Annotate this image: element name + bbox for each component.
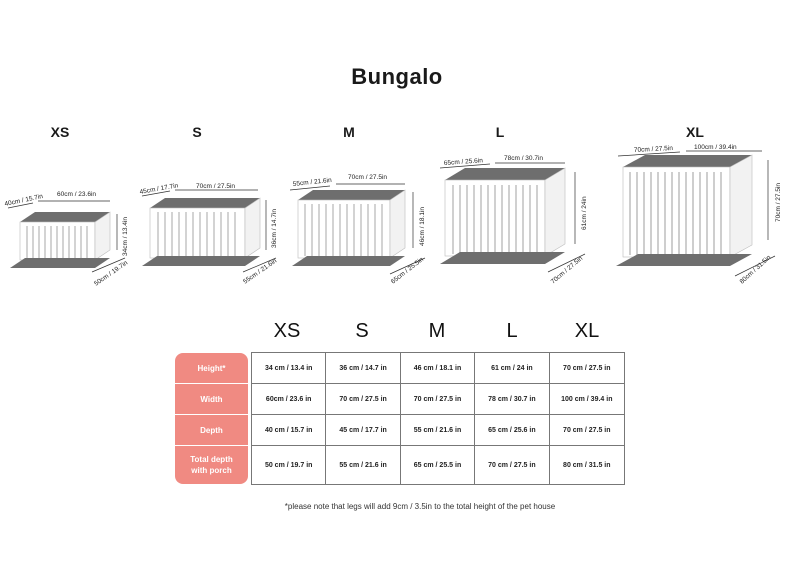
dim-xs-height: 34cm / 13.4in xyxy=(122,217,129,256)
table-cell: 34 cm / 13.4 in xyxy=(252,353,327,384)
col-head-s: S xyxy=(355,320,369,342)
table-cell: 55 cm / 21.6 in xyxy=(400,415,476,446)
bars-l xyxy=(452,185,538,254)
row-label-total-depth-line1: Total depth xyxy=(190,455,233,464)
dim-s-height: 36cm / 14.7in xyxy=(271,209,278,248)
row-label-total-depth-line2: with porch xyxy=(191,466,232,475)
dim-l-height: 61cm / 24in xyxy=(581,196,588,230)
table-cell: 70 cm / 27.5 in xyxy=(400,384,476,415)
dim-xs-width: 60cm / 23.6in xyxy=(57,191,96,198)
col-head-xs: XS xyxy=(273,320,301,342)
house-xs: 40cm / 15.7in 60cm / 23.6in 34cm / 13.4i… xyxy=(4,191,129,288)
house-xl: 70cm / 27.5in 100cm / 39.4in 70cm / 27.5… xyxy=(616,144,782,285)
table-cell: 55 cm / 21.6 in xyxy=(326,446,401,484)
size-table: 34 cm / 13.4 in 36 cm / 14.7 in 46 cm / … xyxy=(251,352,625,485)
table-cell: 40 cm / 15.7 in xyxy=(252,415,327,446)
dim-l-depth: 65cm / 25.6in xyxy=(444,157,484,167)
bars-s xyxy=(157,212,236,256)
house-s: 45cm / 17.7in 70cm / 27.5in 36cm / 14.7i… xyxy=(139,182,278,285)
table-cell: 45 cm / 17.7 in xyxy=(326,415,401,446)
house-l: 65cm / 25.6in 78cm / 30.7in 61cm / 24in … xyxy=(439,155,588,286)
size-label-s: S xyxy=(192,124,202,140)
table-cell: 100 cm / 39.4 in xyxy=(549,384,624,415)
row-label-height: Height* xyxy=(175,353,248,383)
table-cell: 36 cm / 14.7 in xyxy=(326,353,401,384)
bars-xl xyxy=(629,172,722,255)
table-cell: 70 cm / 27.5 in xyxy=(549,415,624,446)
table-cell: 65 cm / 25.6 in xyxy=(475,415,550,446)
house-diagrams: 40cm / 15.7in 60cm / 23.6in 34cm / 13.4i… xyxy=(4,144,782,288)
dim-l-porch: 70cm / 27.5in xyxy=(550,255,585,286)
size-label-xl: XL xyxy=(686,124,704,140)
dim-xl-width: 100cm / 39.4in xyxy=(694,144,737,151)
table-cell: 61 cm / 24 in xyxy=(475,353,550,384)
table-cell: 65 cm / 25.5 in xyxy=(401,446,476,484)
size-label-xs: XS xyxy=(50,124,70,140)
col-head-m: M xyxy=(428,320,446,342)
col-head-l: L xyxy=(506,320,518,342)
table-cell: 70 cm / 27.5 in xyxy=(549,353,624,384)
table-cell: 78 cm / 30.7 in xyxy=(475,384,550,415)
dim-s-depth: 45cm / 17.7in xyxy=(139,182,179,196)
bars-xs xyxy=(26,226,88,258)
dim-xl-height: 70cm / 27.5in xyxy=(775,183,782,222)
table-cell: 70 cm / 27.5 in xyxy=(475,446,550,484)
dim-l-width: 78cm / 30.7in xyxy=(504,155,543,162)
table-cell: 46 cm / 18.1 in xyxy=(400,353,476,384)
dim-m-depth: 55cm / 21.6in xyxy=(292,177,332,188)
size-label-l: L xyxy=(495,124,505,140)
col-head-xl: XL xyxy=(574,320,600,342)
dim-m-height: 46cm / 18.1in xyxy=(419,207,426,246)
table-cell: 50 cm / 19.7 in xyxy=(252,446,327,484)
row-label-total-depth: Total depth with porch xyxy=(175,446,248,484)
table-cell: 60cm / 23.6 in xyxy=(252,384,327,415)
dim-m-width: 70cm / 27.5in xyxy=(348,174,387,181)
table-cell: 80 cm / 31.5 in xyxy=(563,461,611,469)
house-m: 55cm / 21.6in 70cm / 27.5in 46cm / 18.1i… xyxy=(289,174,426,286)
bars-m xyxy=(304,204,383,256)
row-label-depth: Depth xyxy=(175,415,248,445)
dim-xl-depth: 70cm / 27.5in xyxy=(634,145,674,154)
dim-s-width: 70cm / 27.5in xyxy=(196,183,235,190)
footnote: *please note that legs will add 9cm / 3.… xyxy=(284,502,556,511)
dim-xl-porch: 80cm / 31.5in xyxy=(739,254,773,286)
dim-xs-depth: 40cm / 15.7in xyxy=(4,193,44,208)
table-cell: 70 cm / 27.5 in xyxy=(326,384,401,415)
row-label-width: Width xyxy=(175,384,248,414)
page-title: Bungalo xyxy=(351,64,443,89)
size-label-m: M xyxy=(343,124,355,140)
